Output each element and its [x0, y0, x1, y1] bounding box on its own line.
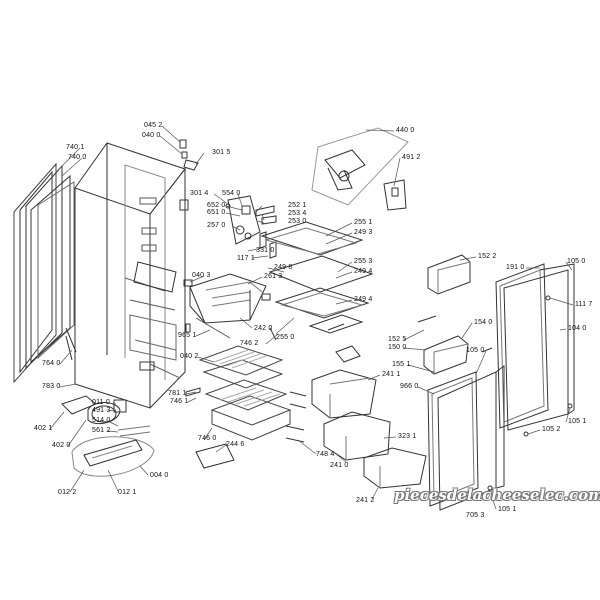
callout-249-4b: 249 4: [354, 296, 373, 303]
callout-040-2: 040 2: [180, 353, 199, 360]
refrigerator-cabinet: [75, 143, 185, 408]
callout-155-1: 155 1: [392, 361, 411, 368]
fridge-door: [496, 264, 574, 430]
callout-242-0: 242 0: [254, 325, 273, 332]
callout-402-1: 402 1: [34, 425, 53, 432]
callout-440-0: 440 0: [396, 127, 415, 134]
callout-012-1: 012 1: [118, 489, 137, 496]
callout-154-0: 154 0: [474, 319, 493, 326]
callout-105-1a: 105 1: [498, 506, 517, 513]
top-hinge-parts: [180, 140, 198, 210]
callout-651-0: 651 0: [207, 209, 226, 216]
callout-965-1: 965 1: [178, 332, 197, 339]
callout-045-2: 045 2: [144, 122, 163, 129]
callout-301-4: 301 4: [190, 190, 209, 197]
fan-duct-inset: [312, 128, 408, 210]
callout-331-0: 331 0: [256, 247, 275, 254]
callout-253-0: 253 0: [288, 218, 307, 225]
callout-705-3: 705 3: [466, 512, 485, 519]
callout-152-5: 152 5: [388, 336, 407, 343]
callout-746-0: 746 0: [198, 435, 217, 442]
glass-shelves: [262, 222, 372, 333]
callout-249-8: 249 8: [274, 264, 293, 271]
callout-764-0: 764 0: [42, 360, 61, 367]
door-bins: [336, 255, 470, 374]
slide-rails: [270, 328, 306, 442]
callout-241-1: 241 1: [382, 371, 401, 378]
callout-105-0b: 105 0: [466, 347, 485, 354]
callout-261-3: 261 3: [264, 273, 283, 280]
callout-748-4: 748 4: [316, 451, 335, 458]
callout-491-3: 491 3: [92, 407, 111, 414]
callout-740-1: 740 1: [66, 144, 85, 151]
leader-lines: [50, 126, 573, 509]
callout-301-5: 301 5: [212, 149, 231, 156]
callout-012-2: 012 2: [58, 489, 77, 496]
small-parts: [140, 204, 572, 490]
callout-004-0: 004 0: [150, 472, 169, 479]
callout-104-0: 104 0: [568, 325, 587, 332]
callout-255-3: 255 3: [354, 258, 373, 265]
callout-561-2: 561 2: [92, 427, 111, 434]
callout-491-2: 491 2: [402, 154, 421, 161]
callout-249-3: 249 3: [354, 229, 373, 236]
callout-252-1: 252 1: [288, 202, 307, 209]
callout-040-0: 040 0: [142, 132, 161, 139]
callout-253-4: 253 4: [288, 210, 307, 217]
callout-652-0: 652 0: [207, 202, 226, 209]
callout-746-2: 746 2: [240, 340, 259, 347]
callout-150-0: 150 0: [388, 344, 407, 351]
freezer-wire-baskets: [200, 346, 290, 440]
ice-tray: [196, 444, 234, 468]
crisper-drawer-upper: [190, 274, 266, 338]
callout-244-6: 244 6: [226, 441, 245, 448]
callout-105-2: 105 2: [542, 426, 561, 433]
callout-249-4a: 249 4: [354, 268, 373, 275]
callout-781-1: 781 1: [168, 390, 187, 397]
callout-011-0: 011 0: [92, 399, 110, 406]
freezer-drawers: [312, 370, 426, 488]
callout-402-0: 402 0: [52, 442, 71, 449]
freezer-door: [428, 366, 504, 510]
callout-554-0: 554 0: [222, 190, 241, 197]
compressor-base-assembly: [62, 396, 154, 476]
door-gasket-parts: [14, 164, 76, 382]
callout-255-1: 255 1: [354, 219, 373, 226]
watermark: piecesdelacheeselec.com: [394, 486, 600, 504]
callout-105-0a: 105 0: [567, 258, 586, 265]
callout-105-1b: 105 1: [568, 418, 587, 425]
callout-257-0: 257 0: [207, 222, 226, 229]
callout-966-0: 966 0: [400, 383, 419, 390]
callout-746-1: 746 1: [170, 398, 189, 405]
callout-040-3: 040 3: [192, 272, 211, 279]
callout-241-2: 241 2: [356, 497, 375, 504]
thermostat-control-assembly: [228, 196, 276, 258]
callout-241-0: 241 0: [330, 462, 349, 469]
callout-191-0: 191 0: [506, 264, 525, 271]
callout-783-0: 783 0: [42, 383, 61, 390]
callout-514-0: 514 0: [92, 417, 111, 424]
callout-323-1: 323 1: [398, 433, 417, 440]
callout-152-2: 152 2: [478, 253, 497, 260]
callout-111-7: 111 7: [575, 301, 593, 308]
callout-117-1: 117 1: [237, 255, 255, 262]
callout-255-0: 255 0: [276, 334, 295, 341]
callout-740-0: 740 0: [68, 154, 87, 161]
